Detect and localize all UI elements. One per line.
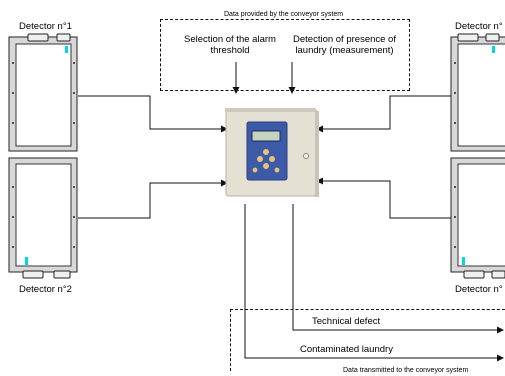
detector-2-label: Detector n°2 xyxy=(19,284,72,295)
control-unit-icon xyxy=(225,108,319,197)
detector-1-label: Detector n°1 xyxy=(19,21,72,32)
detector-3-label: Detector n° xyxy=(455,21,503,32)
detector2-link xyxy=(78,179,228,219)
technical-defect-label: Technical defect xyxy=(312,316,381,327)
presence-label-line1: Detection of presence of xyxy=(293,34,396,45)
detector1-link xyxy=(78,95,228,133)
presence-label-line2: laundry (measurement) xyxy=(295,45,394,56)
detector-2-panel-icon xyxy=(8,157,78,279)
output-data-caption: Data transmitted to the conveyor system xyxy=(343,367,469,374)
output-data-box xyxy=(230,309,505,371)
threshold-label-line2: threshold xyxy=(210,45,250,56)
contaminated-laundry-label: Contaminated laundry xyxy=(300,344,393,355)
detector-1-panel-icon xyxy=(8,33,78,152)
detector4-link xyxy=(316,177,455,219)
detector-3-panel-icon xyxy=(450,33,505,152)
threshold-label-line1: Selection of the alarm xyxy=(184,34,276,45)
contaminated-line xyxy=(244,204,504,362)
input-data-caption: Data provided by the conveyor system xyxy=(224,11,344,18)
detector-4-label: Detector n° xyxy=(455,284,503,295)
technical-defect-line xyxy=(292,204,504,334)
detector3-link xyxy=(316,95,455,133)
input-data-box xyxy=(160,19,410,91)
detector-4-panel-icon xyxy=(450,157,505,279)
